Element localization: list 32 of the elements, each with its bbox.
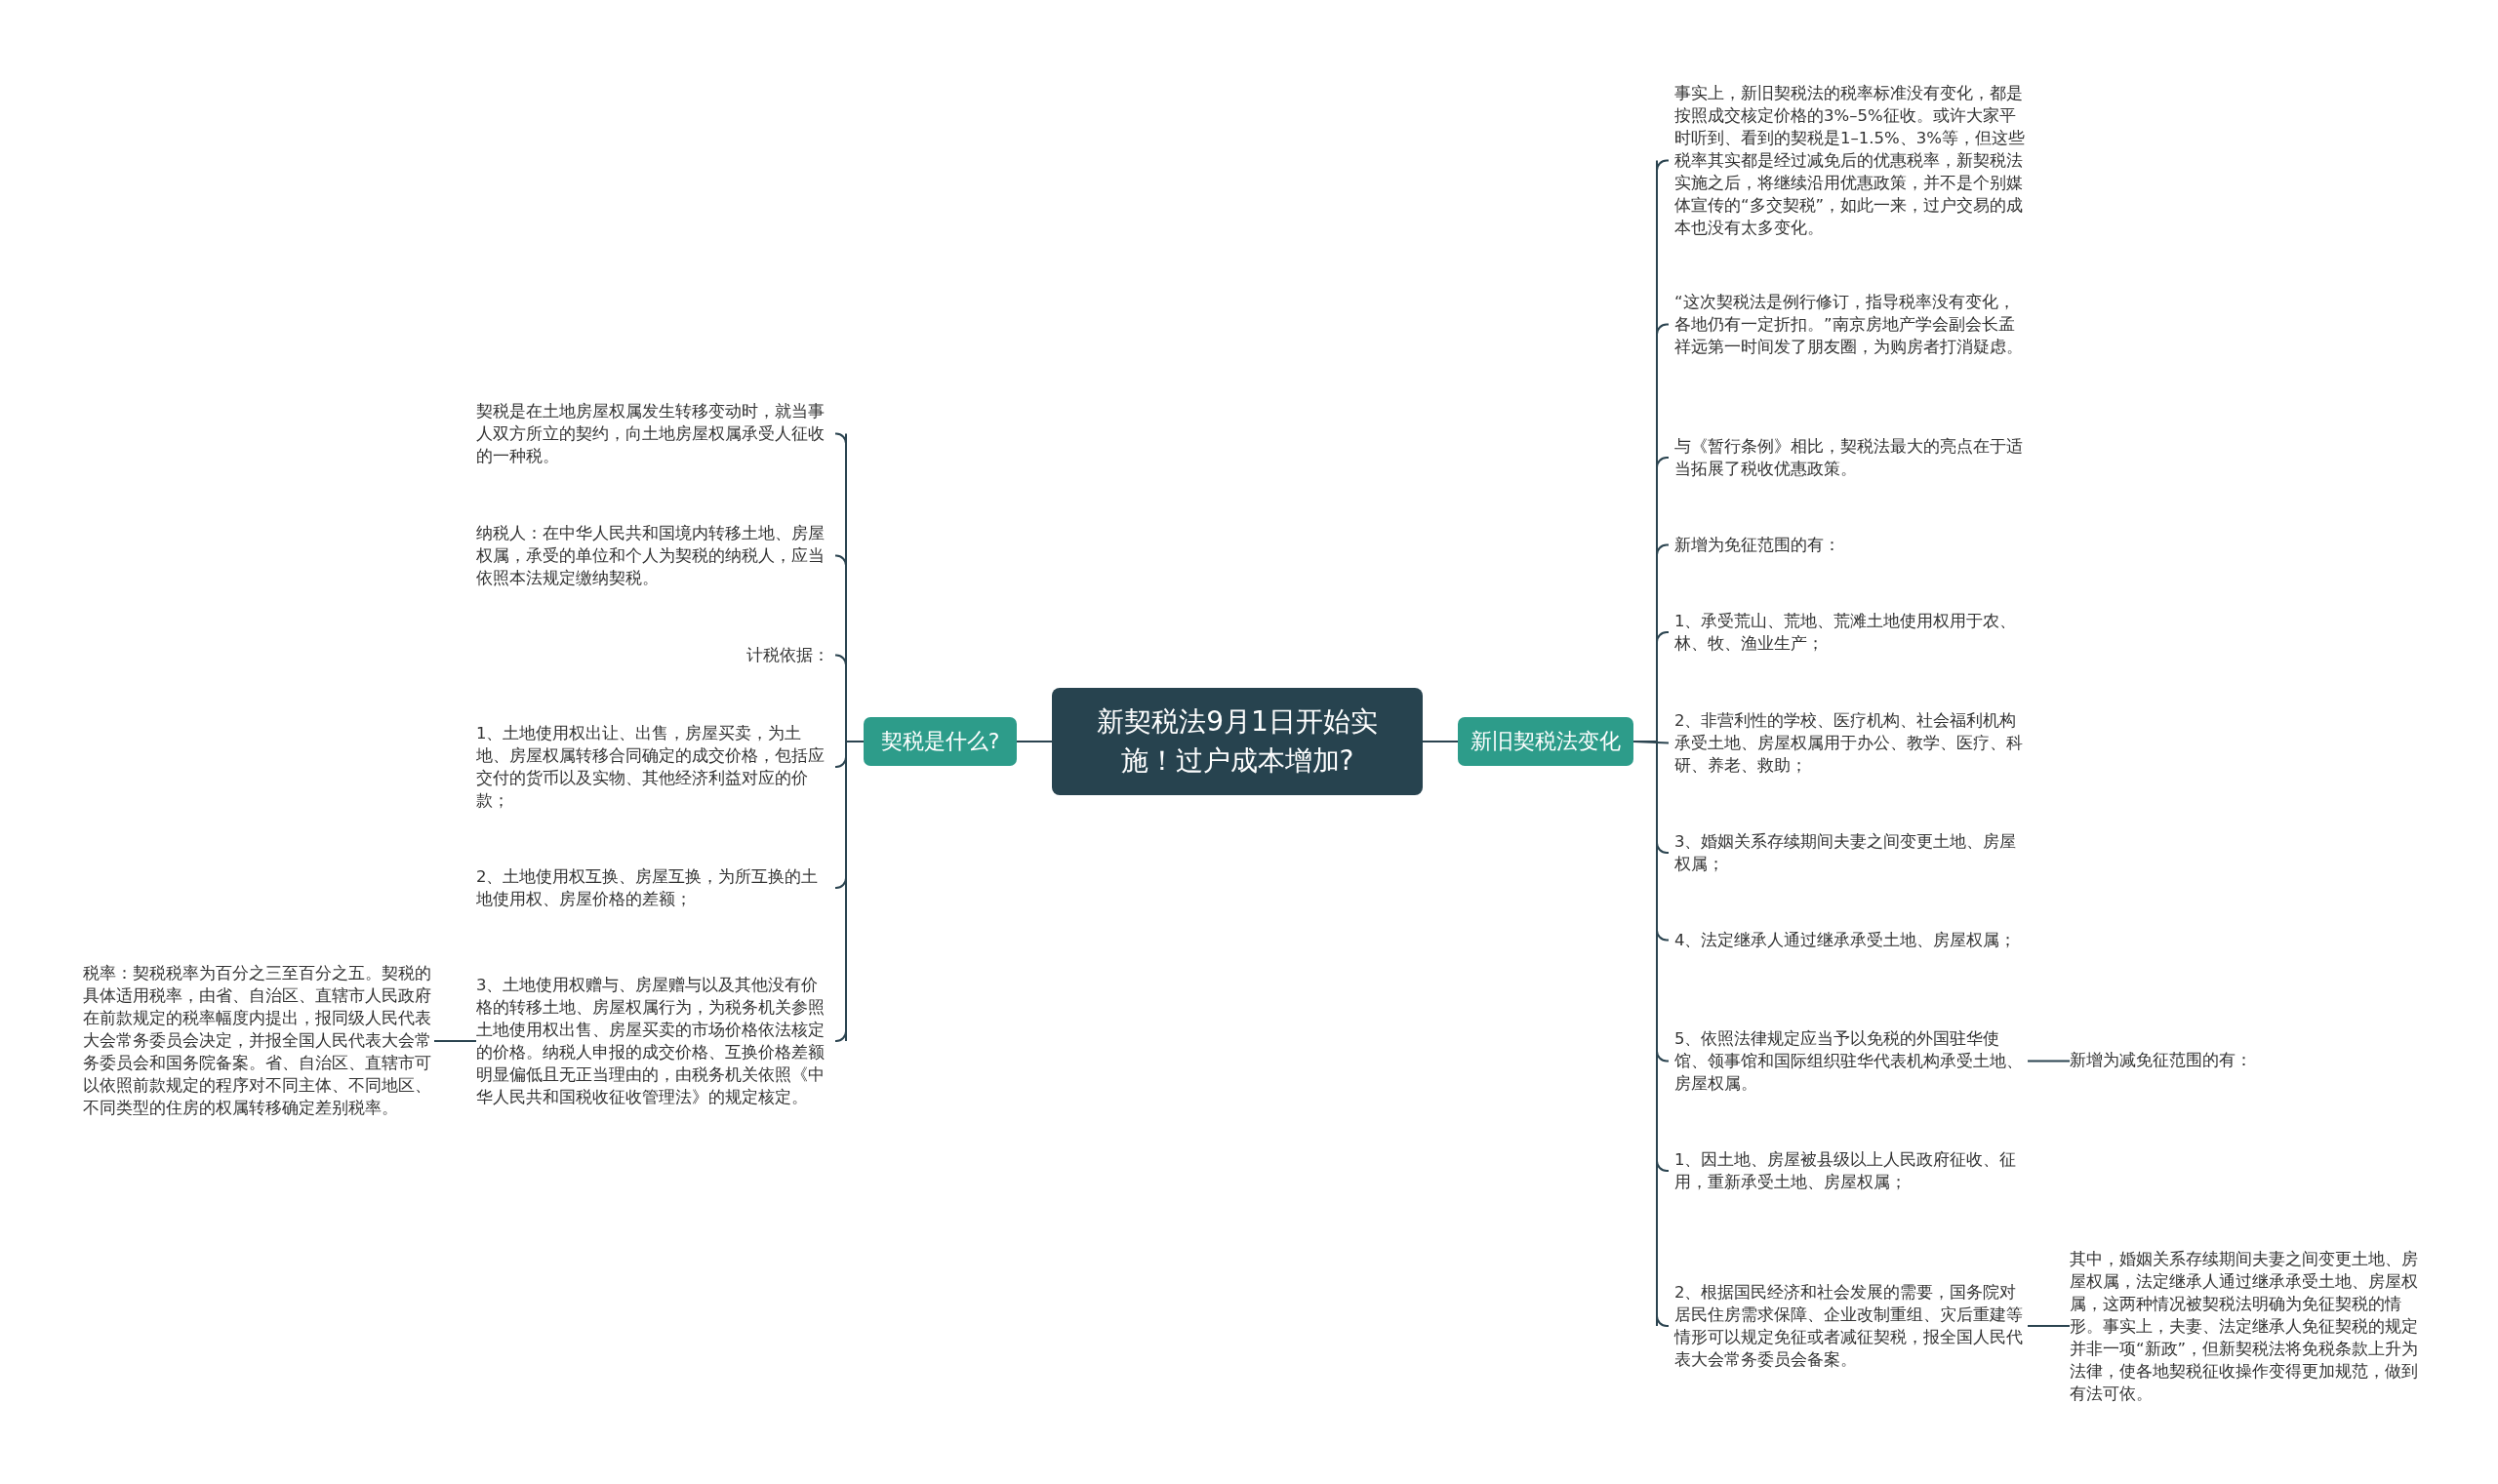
topic-text: 与《暂行条例》相比，契税法最大的亮点在于适当拓展了税收优惠政策。 <box>1674 436 2024 480</box>
topic-text: 1、承受荒山、荒地、荒滩土地使用权用于农、林、牧、渔业生产； <box>1674 611 2018 655</box>
connector-line <box>433 1040 477 1042</box>
branch-topic-box <box>864 717 1017 766</box>
topic-text: 新增为减免征范围的有： <box>2070 1050 2253 1071</box>
topic-text: 4、法定继承人通过继承承受土地、房屋权属； <box>1674 930 2018 951</box>
topic-text: 2、非营利性的学校、医疗机构、社会福利机构承受土地、房屋权属用于办公、教学、医疗、科研、养老、救助； <box>1674 710 2024 777</box>
topic-text: 5、依照法律规定应当予以免税的外国驻华使馆、领事馆和国际组织驻华代表机构承受土地、房屋权属。 <box>1674 1028 2024 1095</box>
topic-text: 1、因土地、房屋被县级以上人民政府征收、征用，重新承受土地、房屋权属； <box>1674 1149 2018 1193</box>
topic-text: 3、婚姻关系存续期间夫妻之间变更土地、房屋权属； <box>1674 831 2018 875</box>
topic-text: 计税依据： <box>745 645 829 666</box>
connector-line <box>1016 741 1053 742</box>
topic-text: 3、土地使用权赠与、房屋赠与以及其他没有价格的转移土地、房屋权属行为，为税务机关参照土地使用权出售、房屋买卖的市场价格依法核定的价格。纳税人申报的成交价格、互换价格差额明显偏低且无正当理由的，由税务机关依照《中华人民共和国税收征收管理法》的规定核定。 <box>476 975 826 1108</box>
topic-text: 新增为免征范围的有： <box>1674 535 1841 556</box>
branch-topic-box <box>1458 717 1633 766</box>
topic-text: 2、根据国民经济和社会发展的需要，国务院对居民住房需求保障、企业改制重组、灾后重建等情形可以规定免征或者减征契税，报全国人民代表大会常务委员会备案。 <box>1674 1282 2024 1371</box>
connector-line <box>834 741 865 1042</box>
topic-text: 契税是在土地房屋权属发生转移变动时，就当事人双方所立的契约，向土地房屋权属承受人征收的一种税。 <box>476 401 826 467</box>
connector-line <box>1422 741 1459 742</box>
connector-line <box>2027 1060 2071 1063</box>
topic-text: 2、土地使用权互换、房屋互换，为所互换的土地使用权、房屋价格的差额； <box>476 866 820 910</box>
topic-title: 契税是什么? <box>880 729 1000 753</box>
topic-text: 纳税人：在中华人民共和国境内转移土地、房屋权属，承受的单位和个人为契税的纳税人，应当依照本法规定缴纳契税。 <box>476 523 826 589</box>
topic-title: 新契税法9月1日开始实施！过户成本增加? <box>1096 704 1379 779</box>
central-topic-box <box>1052 688 1423 795</box>
topic-text: 税率：契税税率为百分之三至百分之五。契税的具体适用税率，由省、自治区、直辖市人民政府在前款规定的税率幅度内提出，报同级人民代表大会常务委员会决定，并报全国人民代表大会常务委员会和国务院备案。省、自治区、直辖市可以依照前款规定的程序对不同主体、不同地区、不同类型的住房的权属转移确定差别税率。 <box>83 963 432 1119</box>
topic-text: 事实上，新旧契税法的税率标准没有变化，都是按照成交核定价格的3%–5%征收。或许大家平时听到、看到的契税是1–1.5%、3%等，但这些税率其实都是经过减免后的优惠税率，新契税法实施之后，将继续沿用优惠政策，并不是个别媒体宣传的“多交契税”，如此一来，过户交易的成本也没有太多变化。 <box>1674 83 2026 239</box>
topic-text: “这次契税法是例行修订，指导税率没有变化，各地仍有一定折扣。”南京房地产学会副会长孟祥远第一时间发了朋友圈，为购房者打消疑虑。 <box>1674 292 2024 358</box>
topic-text: 其中，婚姻关系存续期间夫妻之间变更土地、房屋权属，法定继承人通过继承承受土地、房屋权属，这两种情况被契税法明确为免征契税的情形。事实上，夫妻、法定继承人免征契税的规定并非一项“新政”，但新契税法将免税条款上升为法律，使各地契税征收操作变得更加规范，做到有法可依。 <box>2070 1249 2420 1405</box>
topic-title: 新旧契税法变化 <box>1471 729 1621 753</box>
connector-line <box>2027 1325 2071 1327</box>
topic-text: 1、土地使用权出让、出售，房屋买卖，为土地、房屋权属转移合同确定的成交价格，包括应交付的货币以及实物、其他经济利益对应的价款； <box>476 723 826 812</box>
